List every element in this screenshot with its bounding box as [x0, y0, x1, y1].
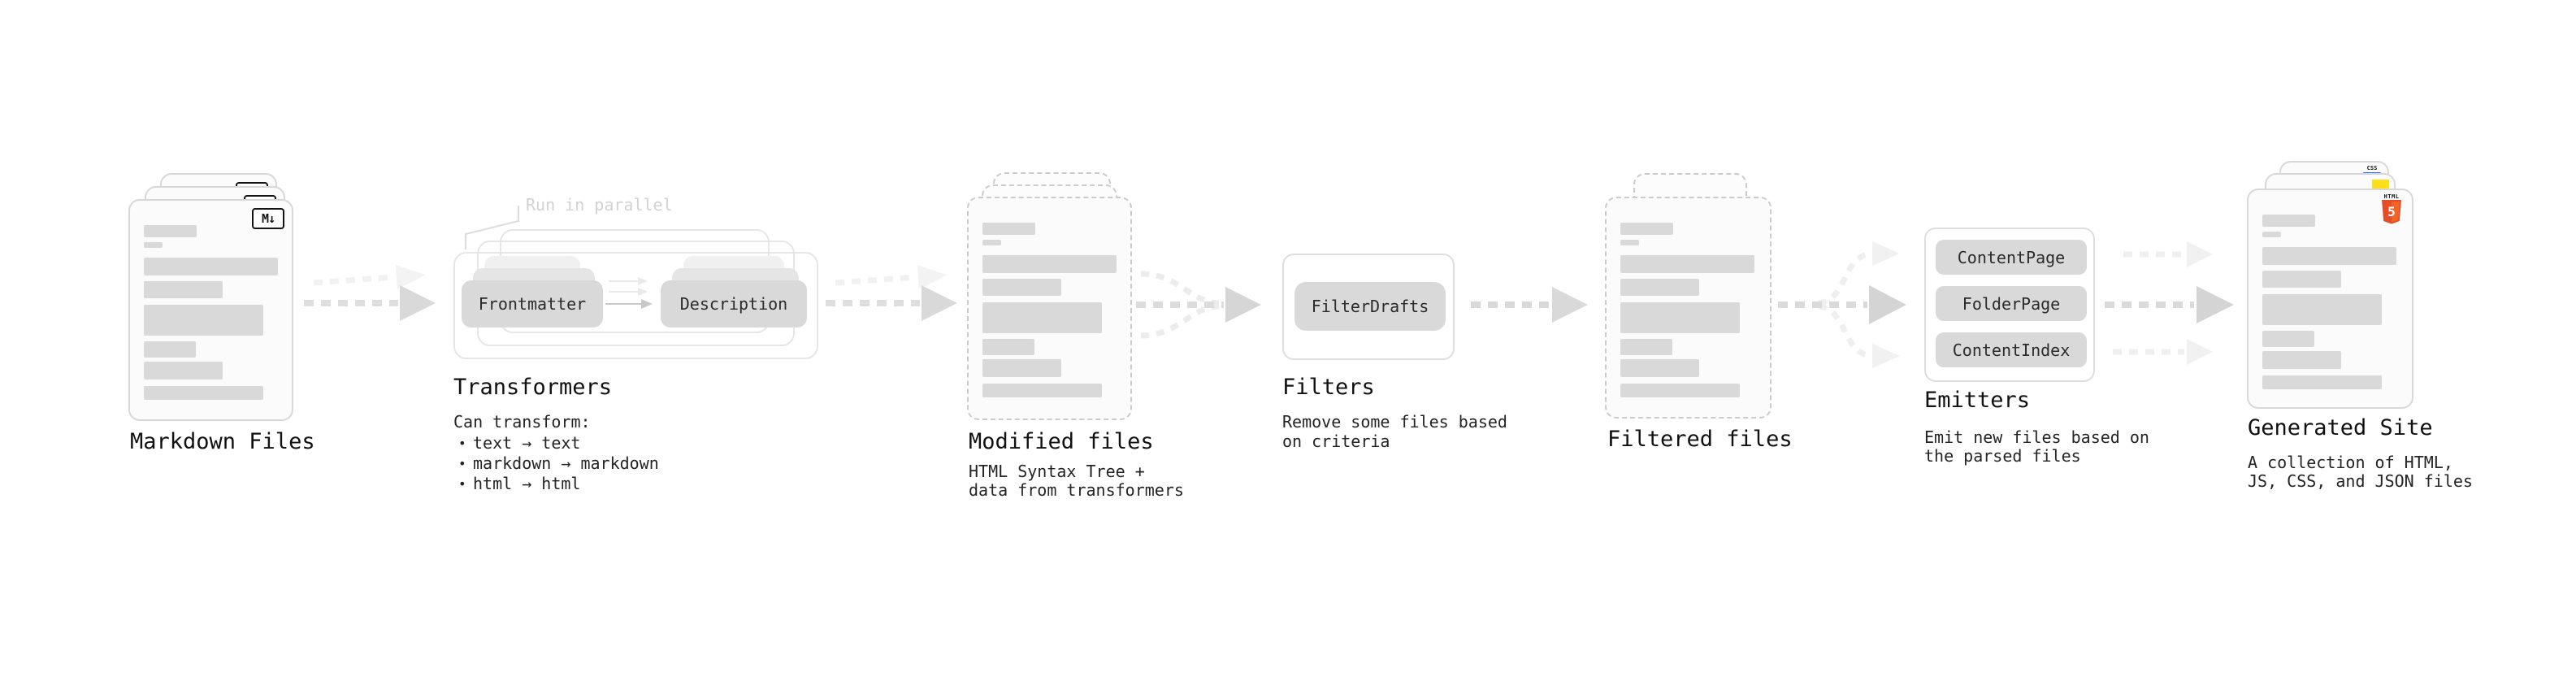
filtered-files-stack	[1605, 173, 1800, 421]
text-placeholder-bar	[1620, 339, 1672, 355]
css-icon-label: CSS	[2366, 165, 2378, 171]
text-placeholder-bar	[982, 359, 1061, 377]
filters-panel: FilterDrafts	[1282, 254, 1455, 360]
bullet-item: text → text	[453, 433, 659, 453]
markdown-icon: M↓	[252, 208, 284, 229]
modified-files-label: Modified files	[969, 429, 1154, 454]
text-placeholder-bar	[982, 279, 1061, 296]
html5-icon: HTML 5	[2381, 193, 2402, 228]
text-placeholder-bar	[144, 305, 263, 336]
text-placeholder-bar	[1620, 223, 1673, 235]
text-placeholder-bar	[144, 258, 278, 275]
text-placeholder-bar	[144, 341, 196, 358]
text-placeholder-bar	[2262, 232, 2281, 237]
desc-line: Remove some files based	[1282, 412, 1507, 432]
text-placeholder-bar	[1620, 384, 1740, 397]
frontmatter-pill-stack: Frontmatter	[462, 256, 603, 327]
emitters-desc: Emit new files based on the parsed files	[1924, 428, 2149, 466]
text-placeholder-bar	[144, 386, 263, 400]
bullet-item: html → html	[453, 474, 659, 494]
annotation-leader-line	[465, 206, 519, 249]
html5-icon-label: HTML	[2383, 193, 2400, 200]
desc-line: the parsed files	[1924, 446, 2081, 466]
text-placeholder-bar	[144, 225, 197, 237]
text-placeholder-bar	[144, 362, 223, 380]
text-placeholder-bar	[2262, 331, 2314, 347]
transformers-bullet-list: text → text markdown → markdown html → h…	[453, 433, 659, 494]
converge-arrow-icon	[1136, 271, 1261, 339]
desc-line: data from transformers	[969, 480, 1184, 500]
modified-file-card-front	[967, 197, 1132, 420]
desc-line: JS, CSS, and JSON files	[2248, 471, 2473, 491]
desc-line: HTML Syntax Tree +	[969, 462, 1145, 481]
folderpage-pill-label: FolderPage	[1962, 293, 2061, 314]
contentpage-pill-label: ContentPage	[1957, 247, 2066, 267]
text-placeholder-bar	[1620, 279, 1699, 296]
generated-site-desc: A collection of HTML, JS, CSS, and JSON …	[2248, 453, 2473, 491]
flow-arrow-icon	[304, 264, 436, 321]
text-placeholder-bar	[982, 255, 1117, 273]
markdown-files-stack: M↓ M↓ M↓	[128, 173, 327, 421]
frontmatter-pill-label: Frontmatter	[478, 294, 587, 314]
filterdrafts-pill: FilterDrafts	[1295, 282, 1446, 331]
flow-arrow-icon	[826, 264, 957, 321]
javascript-icon	[2372, 180, 2389, 190]
filters-label: Filters	[1282, 375, 1375, 400]
text-placeholder-bar	[1620, 255, 1754, 273]
site-file-card-html: HTML 5	[2247, 189, 2413, 409]
bullet-item: markdown → markdown	[453, 453, 659, 474]
triple-arrow-icon	[2105, 241, 2234, 365]
text-placeholder-bar	[982, 302, 1102, 333]
markdown-files-label: Markdown Files	[130, 429, 315, 454]
contentpage-pill: ContentPage	[1936, 240, 2087, 275]
text-placeholder-bar	[2262, 247, 2396, 265]
emitters-panel: ContentPage FolderPage ContentIndex	[1924, 228, 2095, 382]
desc-line: on criteria	[1282, 432, 1390, 451]
text-placeholder-bar	[2262, 351, 2341, 369]
run-in-parallel-annotation: Run in parallel	[526, 195, 673, 215]
text-placeholder-bar	[982, 339, 1034, 355]
description-pill-stack: Description	[661, 256, 807, 327]
flow-arrow-icon	[1471, 287, 1588, 323]
text-placeholder-bar	[1620, 240, 1639, 245]
text-placeholder-bar	[982, 240, 1001, 245]
transformers-desc-title: Can transform:	[453, 412, 591, 432]
modified-files-stack	[967, 172, 1162, 424]
text-placeholder-bar	[1620, 359, 1699, 377]
text-placeholder-bar	[982, 384, 1102, 397]
text-placeholder-bar	[982, 223, 1035, 235]
description-pill: Description	[661, 280, 807, 327]
transformers-label: Transformers	[453, 375, 613, 400]
description-pill-label: Description	[679, 294, 788, 314]
contentindex-pill-label: ContentIndex	[1952, 340, 2071, 360]
text-placeholder-bar	[2262, 375, 2382, 389]
transformers-frame-front	[453, 252, 818, 359]
generated-site-stack: CSS HTML 5	[2247, 161, 2446, 409]
text-placeholder-bar	[2262, 271, 2341, 288]
fanout-arrow-icon	[1778, 241, 1906, 368]
filterdrafts-pill-label: FilterDrafts	[1311, 297, 1429, 316]
frontmatter-pill: Frontmatter	[462, 280, 603, 327]
html5-shield-icon: 5	[2382, 200, 2401, 224]
desc-line: Emit new files based on	[1924, 427, 2149, 447]
markdown-file-card-front: M↓	[128, 199, 293, 421]
filtered-file-card-front	[1605, 197, 1772, 419]
text-placeholder-bar	[2262, 215, 2315, 227]
modified-files-desc: HTML Syntax Tree + data from transformer…	[969, 462, 1184, 500]
folderpage-pill: FolderPage	[1936, 286, 2087, 321]
text-placeholder-bar	[144, 242, 163, 248]
contentindex-pill: ContentIndex	[1936, 332, 2087, 367]
text-placeholder-bar	[2262, 294, 2382, 325]
svg-text:5: 5	[2387, 204, 2396, 219]
filters-desc: Remove some files based on criteria	[1282, 412, 1507, 451]
text-placeholder-bar	[144, 281, 223, 298]
generated-site-label: Generated Site	[2248, 415, 2433, 440]
filtered-files-label: Filtered files	[1607, 427, 1793, 452]
desc-line: A collection of HTML,	[2248, 453, 2453, 472]
emitters-label: Emitters	[1924, 388, 2031, 413]
text-placeholder-bar	[1620, 302, 1740, 333]
transform-arrows-icon	[605, 277, 653, 309]
